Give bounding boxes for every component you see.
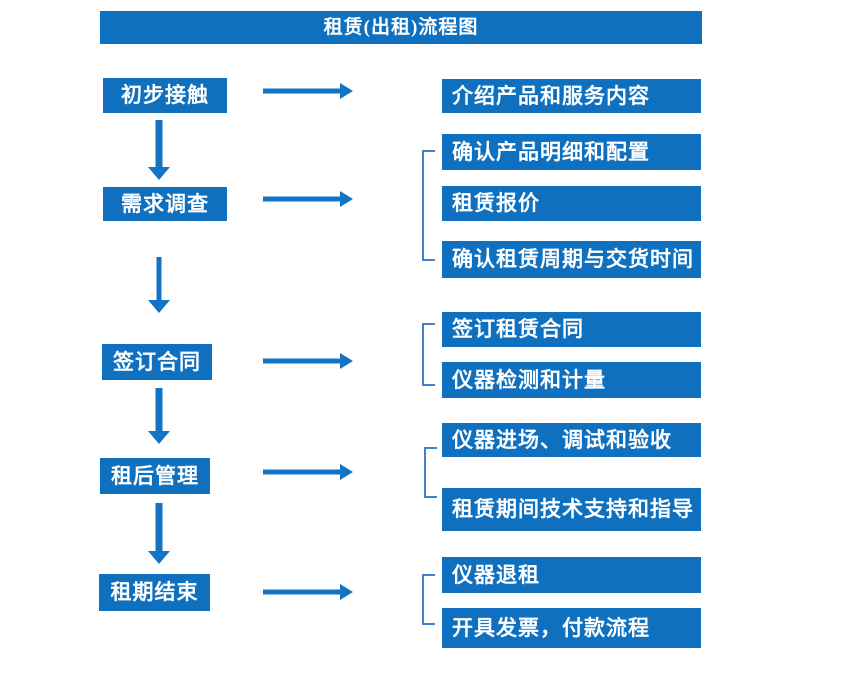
group-bracket (422, 323, 435, 386)
stage-box-sign-contract: 签订合同 (102, 344, 212, 380)
detail-label: 确认产品明细和配置 (452, 139, 650, 164)
group-bracket (422, 574, 435, 625)
detail-label: 确认租赁周期与交货时间 (452, 247, 694, 271)
detail-label: 仪器检测和计量 (452, 367, 606, 392)
page-title: 租赁(出租)流程图 (323, 17, 479, 38)
arrow-head (148, 551, 170, 564)
arrow-head (340, 191, 353, 207)
detail-label: 仪器退租 (452, 562, 540, 587)
right-arrow-icon (263, 191, 353, 207)
arrow-head (340, 584, 353, 600)
down-arrow-icon (148, 388, 170, 444)
stage-label: 需求调查 (121, 191, 209, 216)
arrow-head (148, 167, 170, 180)
down-arrow-icon (148, 503, 170, 564)
arrow-head (148, 300, 170, 313)
detail-box-rental-quotation: 租赁报价 (442, 186, 701, 221)
arrow-head (340, 464, 353, 480)
down-arrow-icon (148, 120, 170, 180)
arrow-shaft (155, 503, 163, 552)
stage-box-initial-contact: 初步接触 (103, 78, 227, 113)
arrow-shaft (263, 88, 341, 94)
stage-label: 初步接触 (121, 83, 209, 107)
detail-label: 租赁期间技术支持和指导 (452, 497, 694, 521)
detail-box-introduce-products: 介绍产品和服务内容 (442, 79, 701, 113)
arrow-shaft (155, 120, 163, 168)
right-arrow-icon (263, 584, 353, 600)
stage-label: 租后管理 (111, 463, 199, 488)
detail-box-sign-rental-contract: 签订租赁合同 (442, 312, 701, 347)
arrow-head (340, 83, 353, 99)
detail-box-instrument-return: 仪器退租 (442, 557, 701, 593)
arrow-head (148, 431, 170, 444)
detail-box-instrument-setup-acceptance: 仪器进场、调试和验收 (442, 423, 701, 457)
arrow-shaft (263, 589, 341, 595)
detail-box-instrument-testing: 仪器检测和计量 (442, 362, 701, 398)
detail-box-confirm-rental-period: 确认租赁周期与交货时间 (442, 241, 701, 278)
right-arrow-icon (263, 83, 353, 99)
arrow-head (340, 353, 353, 369)
group-bracket (424, 447, 437, 498)
detail-label: 签订租赁合同 (452, 317, 584, 341)
stage-box-demand-survey: 需求调查 (103, 187, 227, 221)
detail-label: 仪器进场、调试和验收 (452, 427, 672, 452)
down-arrow-icon (148, 257, 170, 313)
stage-label: 租期结束 (110, 580, 199, 604)
detail-box-invoice-payment: 开具发票，付款流程 (442, 608, 701, 648)
detail-label: 开具发票，付款流程 (452, 615, 650, 640)
title-bar: 租赁(出租)流程图 (100, 11, 702, 44)
arrow-shaft (155, 388, 163, 432)
detail-label: 介绍产品和服务内容 (452, 83, 650, 108)
detail-box-technical-support: 租赁期间技术支持和指导 (442, 488, 701, 531)
arrow-shaft (263, 469, 341, 475)
stage-label: 签订合同 (113, 349, 201, 374)
group-bracket (422, 150, 435, 261)
detail-box-confirm-product-details: 确认产品明细和配置 (442, 134, 701, 170)
detail-label: 租赁报价 (452, 191, 540, 215)
arrow-shaft (263, 196, 341, 202)
arrow-shaft (156, 257, 162, 301)
right-arrow-icon (263, 353, 353, 369)
arrow-shaft (263, 358, 341, 364)
stage-box-post-rental-management: 租后管理 (100, 458, 210, 494)
stage-box-rental-end: 租期结束 (99, 574, 210, 611)
right-arrow-icon (263, 464, 353, 480)
